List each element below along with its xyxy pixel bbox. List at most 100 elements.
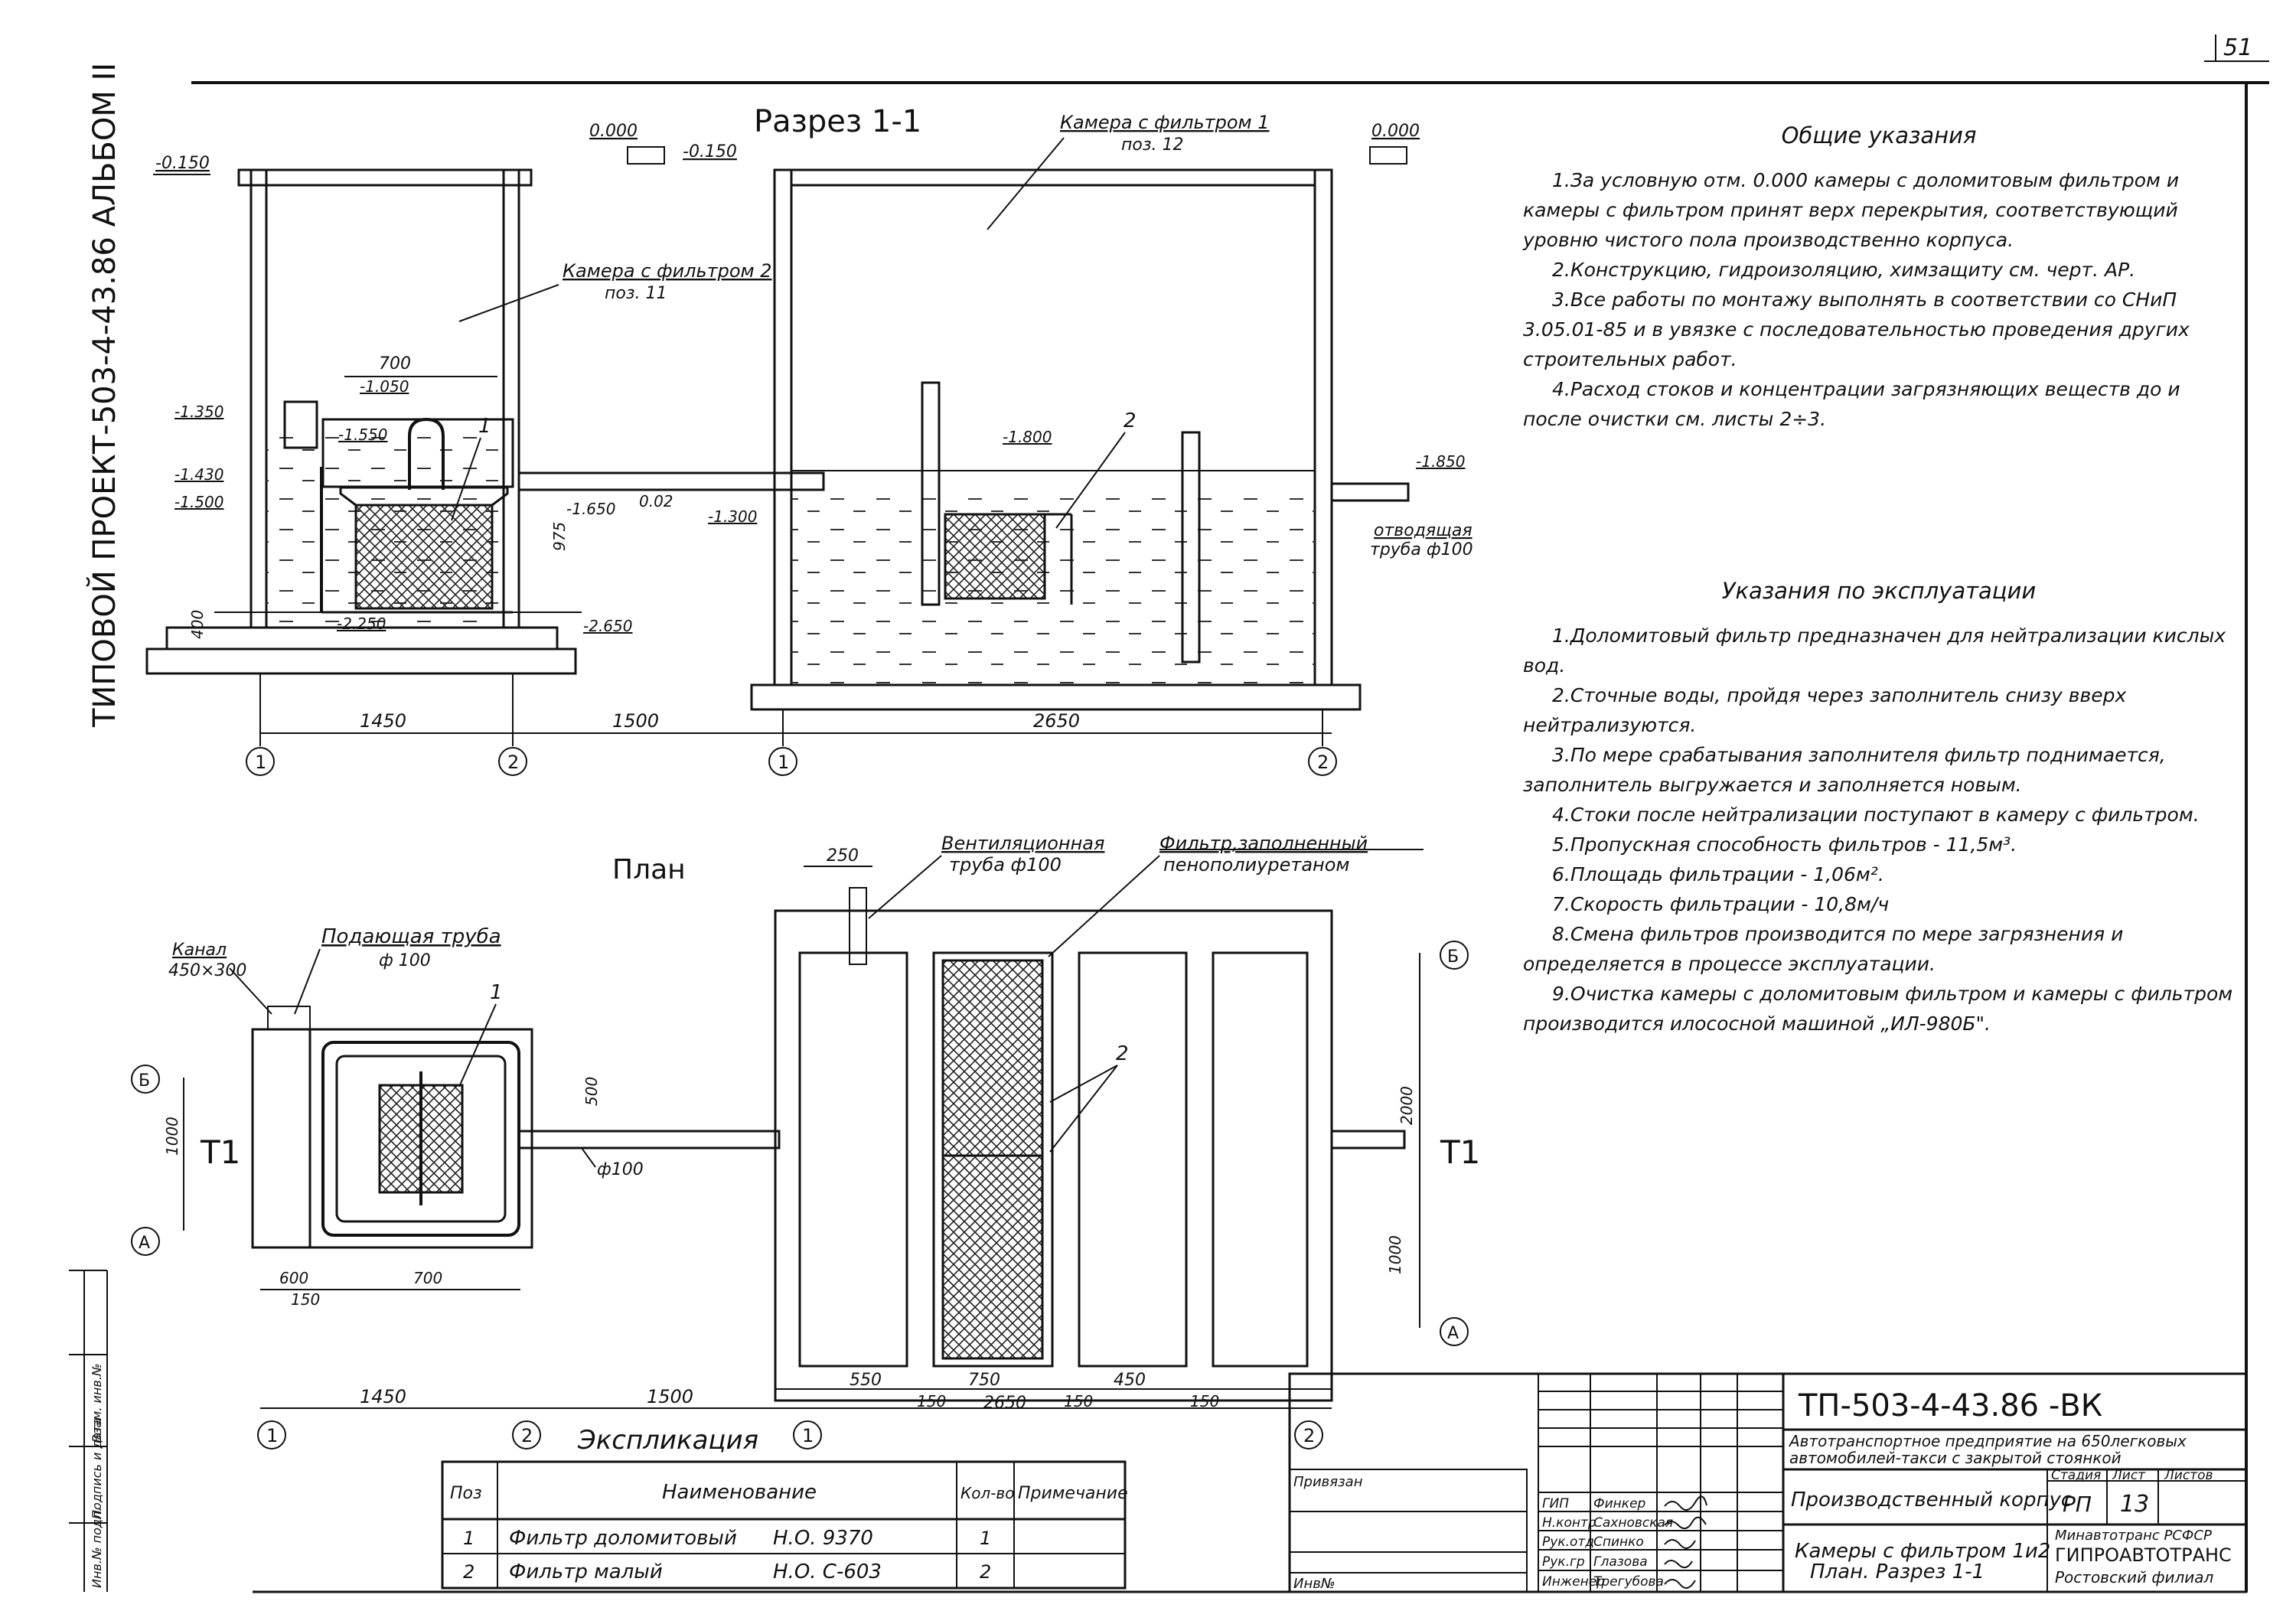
dim-250: 250 <box>827 846 859 866</box>
dim-700-plan: 700 <box>413 1269 442 1287</box>
axis-1-a: 1 <box>255 752 266 773</box>
name-5: Трегубова <box>1593 1574 1664 1590</box>
op-note-8: 8.Смена фильтров производится по мере за… <box>1523 923 2124 975</box>
section-item-2: 2 <box>1124 409 1137 432</box>
drawing-title-1: Камеры с фильтром 1и2 <box>1795 1540 2050 1563</box>
sheet-header: Лист <box>2112 1468 2146 1483</box>
project-name: Автотранспортное предприятие на 650легко… <box>1788 1432 2191 1467</box>
th-pos: Поз <box>450 1484 482 1503</box>
chamber2-label: Камера с фильтром 2 <box>563 260 772 282</box>
stamp-inv: Инв.№ подл. <box>90 1508 104 1588</box>
elev-1050: -1.050 <box>360 377 409 396</box>
axis-2-b: 2 <box>1317 752 1329 773</box>
dim-150d: 150 <box>1190 1392 1219 1410</box>
dolomite-filter-section <box>354 504 494 610</box>
name-4: Глазова <box>1593 1554 1648 1570</box>
row1-qty: 1 <box>980 1528 991 1549</box>
filter-line1: Фильтр,заполненный <box>1159 833 1368 854</box>
inv-label: Инв№ <box>1293 1576 1336 1592</box>
sheet-frame <box>69 34 2269 1593</box>
section-1-1: Разрез 1-1 Камера с фильтром 2 по <box>145 104 1473 776</box>
sheets-header: Листов <box>2164 1468 2213 1483</box>
role-4: Рук.гр <box>1542 1554 1585 1570</box>
drawing-title-2: План. Разрез 1-1 <box>1810 1560 1985 1583</box>
axis-b-right: Б <box>1447 947 1459 967</box>
section-title: Разрез 1-1 <box>754 104 921 139</box>
elev-000b: 0.000 <box>1371 122 1420 141</box>
operation-notes-title: Указания по эксплуатации <box>1721 578 2037 604</box>
supply-line1: Подающая труба <box>321 925 501 948</box>
dim-1000b: 1000 <box>1386 1235 1404 1274</box>
dim-150b: 150 <box>917 1392 946 1410</box>
axis-b-left: Б <box>139 1071 150 1091</box>
name-3: Спинко <box>1593 1534 1644 1550</box>
section-mark-left: Т1 <box>200 1133 240 1171</box>
general-note-3: 3.Все работы по монтажу выполнять в соот… <box>1523 289 2190 370</box>
row1-doc: Н.О. 9370 <box>773 1527 873 1550</box>
plan-pipe: ф100 <box>597 1160 644 1179</box>
op-note-6: 6.Площадь фильтрации - 1,06м². <box>1552 863 1884 885</box>
doc-code: ТП-503-4-43.86 -ВК <box>1798 1388 2102 1423</box>
dim-500: 500 <box>582 1077 601 1106</box>
explication-title: Экспликация <box>577 1425 758 1456</box>
plan-axis-2a: 2 <box>521 1425 533 1446</box>
elev-015a: -0.150 <box>155 154 210 173</box>
dim-750: 750 <box>968 1371 1000 1390</box>
dim-2650-sec: 2650 <box>1033 710 1080 732</box>
axis-2-a: 2 <box>507 752 519 773</box>
elev-1800: -1.800 <box>1003 428 1052 446</box>
chamber1-label: Камера с фильтром 1 <box>1060 112 1270 133</box>
sheet-value: 13 <box>2120 1491 2149 1518</box>
dim-400: 400 <box>188 610 207 639</box>
small-filter-section <box>944 513 1046 600</box>
dim-600: 600 <box>279 1269 308 1287</box>
role-3: Рук.отд <box>1542 1534 1594 1550</box>
privyazan-label: Привязан <box>1293 1474 1363 1490</box>
channel-line1: Канал <box>172 941 227 960</box>
dim-2000: 2000 <box>1397 1086 1416 1125</box>
vent-line1: Вентиляционная <box>941 833 1104 854</box>
section-item-1: 1 <box>478 415 491 438</box>
chamber2-pos: поз. 11 <box>605 284 667 303</box>
axis-a-right: А <box>1447 1324 1459 1343</box>
elev-015b: -0.150 <box>683 142 737 161</box>
section-mark-right: Т1 <box>1440 1133 1480 1171</box>
dim-700-sec: 700 <box>379 354 411 373</box>
axis-a-left: А <box>139 1234 150 1253</box>
row2-qty: 2 <box>980 1561 991 1583</box>
elev-000a: 0.000 <box>589 122 638 141</box>
dim-1450-sec: 1450 <box>360 710 406 732</box>
general-note-4: 4.Расход стоков и концентрации загрязняю… <box>1523 378 2180 430</box>
plan-axis-1b: 1 <box>802 1425 814 1446</box>
org-line-3: Ростовский филиал <box>2055 1568 2214 1586</box>
op-note-9: 9.Очистка камеры с доломитовым фильтром … <box>1523 983 2233 1035</box>
op-note-3: 3.По мере срабатывания заполнителя фильт… <box>1523 744 2166 796</box>
row2-name: Фильтр малый <box>509 1560 663 1583</box>
op-note-7: 7.Скорость фильтрации - 10,8м/ч <box>1552 893 1890 915</box>
role-1: ГИП <box>1542 1496 1569 1511</box>
side-title: ТИПОВОЙ ПРОЕКТ-503-4-43.86 АЛЬБОМ II <box>86 63 122 728</box>
op-note-1: 1.Доломитовый фильтр предназначен для не… <box>1523 624 2226 677</box>
dim-1450-plan: 1450 <box>360 1386 406 1407</box>
general-note-1: 1.За условную отм. 0.000 камеры с доломи… <box>1523 169 2180 251</box>
stamp-sign: Подпись и дата <box>90 1417 104 1519</box>
elev-1350: -1.350 <box>174 403 223 421</box>
elev-1550: -1.550 <box>338 426 387 444</box>
title-block: ТП-503-4-43.86 -ВК Автотранспортное пред… <box>1288 1372 2248 1593</box>
elev-002: 0.02 <box>639 492 673 510</box>
filter-top-plan <box>941 959 1044 1157</box>
elev-2250: -2.250 <box>337 615 386 633</box>
dim-1500-sec: 1500 <box>612 710 659 732</box>
general-notes-title: Общие указания <box>1781 122 1977 148</box>
org-line-1: Минавтотранс РСФСР <box>2055 1528 2212 1544</box>
dim-150c: 150 <box>1064 1392 1093 1410</box>
th-name: Наименование <box>662 1481 817 1504</box>
plan-title: План <box>612 854 686 885</box>
dim-450: 450 <box>1114 1371 1146 1390</box>
general-note-2: 2.Конструкцию, гидроизоляцию, химзащиту … <box>1552 259 2136 281</box>
supply-line2: ф 100 <box>379 951 431 970</box>
th-note: Примечание <box>1018 1484 1128 1503</box>
name-1: Финкер <box>1593 1496 1646 1511</box>
plan-view: План Канал 450×300 Подающая труба ф 100 … <box>131 833 1480 1450</box>
